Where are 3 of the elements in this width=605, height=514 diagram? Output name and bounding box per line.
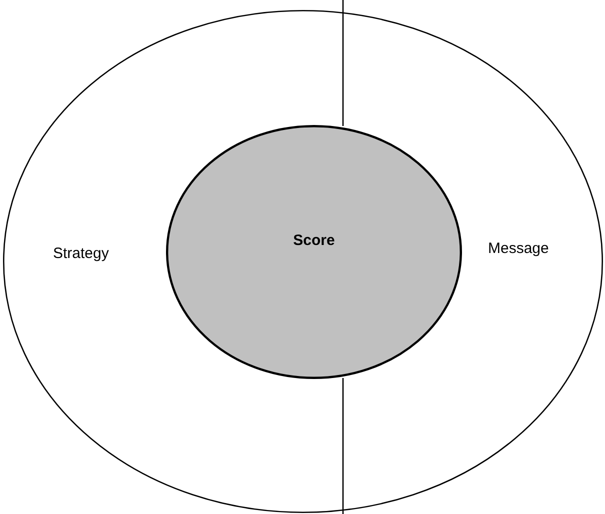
region-label: Message bbox=[488, 240, 549, 257]
region-label: Strategy bbox=[53, 245, 109, 262]
region-label: Score bbox=[293, 232, 335, 249]
